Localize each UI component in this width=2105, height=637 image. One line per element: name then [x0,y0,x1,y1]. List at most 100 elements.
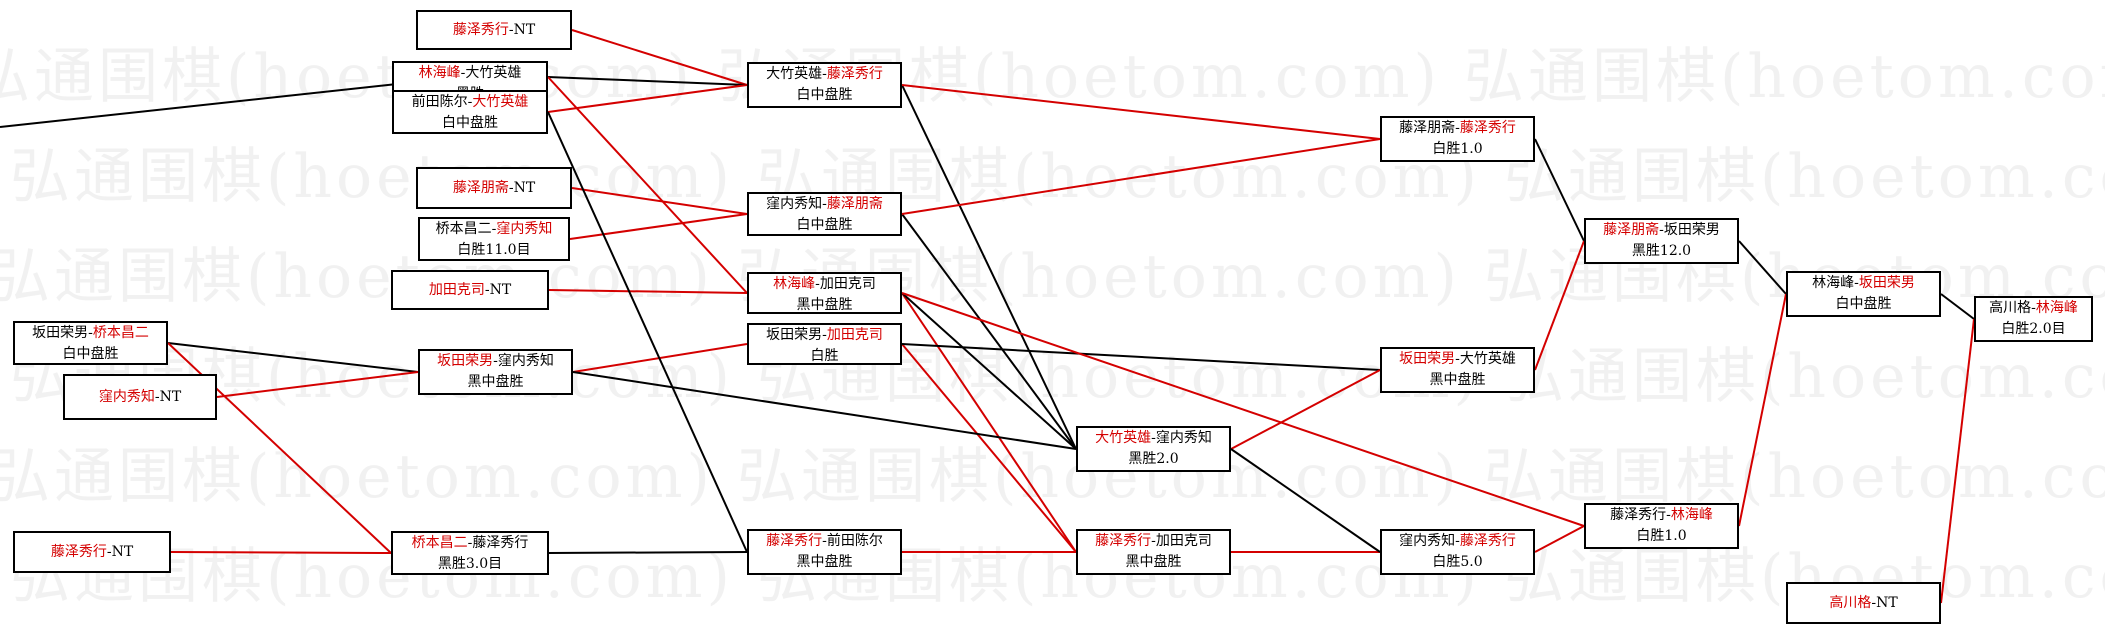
match-players: 藤泽秀行-加田克司 [1078,532,1229,550]
match-players: 坂田荣男-大竹英雄 [1382,350,1533,368]
match-result: 白中盘胜 [796,217,853,233]
match-box-fujisawa-hideyuki-vs-lin-haifeng: 藤泽秀行-林海峰白胜1.0 [1584,503,1739,549]
player-separator: - [1151,430,1156,446]
bracket-line [901,213,1077,450]
match-result: 白胜1.0 [1636,528,1687,544]
match-players: 大竹英雄-窪内秀知 [1078,429,1229,447]
match-players: 高川格-林海峰 [1976,299,2091,317]
match-players: 窪内秀知-藤泽朋斋 [749,195,900,213]
bracket-line [901,84,1381,140]
match-result: 白胜1.0 [1432,141,1483,157]
bracket-line [901,138,1381,215]
player-separator: - [88,325,93,341]
player-separator: - [822,533,827,549]
match-box-sakata-vs-kubouchi: 坂田荣男-窪内秀知黑中盘胜 [418,349,573,395]
player-2-name: 坂田荣男 [1663,222,1720,238]
player-separator: - [467,94,473,110]
match-box-takagawa-nt: 高川格-NT [1786,582,1941,624]
match-players: 大竹英雄-藤泽秀行 [749,65,900,83]
bracket-line [1534,240,1585,371]
match-result: 黑中盘胜 [796,554,853,570]
match-players: 坂田荣男-窪内秀知 [420,352,571,370]
player-1-name: 桥本昌二 [411,535,468,551]
match-players: 藤泽秀行-NT [418,21,570,39]
bracket-line [1230,448,1381,553]
bracket-line [547,111,748,553]
match-result: 黑胜12.0 [1631,243,1692,259]
match-box-kubouchi-vs-fujisawa-hosai: 窪内秀知-藤泽朋斋白中盘胜 [747,192,902,236]
player-2-name: 大竹英雄 [472,94,529,110]
match-result: 白胜11.0目 [457,242,531,258]
player-1-name: 加田克司 [428,282,485,298]
player-1-name: 林海峰 [1812,275,1855,291]
player-1-name: 大竹英雄 [1095,430,1152,446]
player-separator: - [1455,533,1460,549]
match-players: 藤泽秀行-林海峰 [1586,506,1737,524]
match-box-sakata-vs-kata: 坂田荣男-加田克司白胜 [747,323,902,365]
match-result: 白胜2.0目 [2001,321,2066,337]
match-result: 白中盘胜 [1835,296,1892,312]
player-separator: - [493,353,498,369]
player-1-name: 坂田荣男 [766,327,823,343]
match-box-otake-vs-kubouchi: 大竹英雄-窪内秀知黑胜2.0 [1076,426,1231,472]
player-separator: - [1854,275,1859,291]
bracket-line [901,84,1077,450]
bracket-line [170,551,392,554]
match-box-lin-haifeng-vs-kata: 林海峰-加田克司黑中盘胜 [747,272,902,314]
bracket-line [1534,525,1585,553]
match-result: 白中盘胜 [442,115,498,131]
match-box-hashimoto-vs-fujisawa-hideyuki: 桥本昌二-藤泽秀行黑胜3.0目 [391,531,549,575]
player-1-name: 窪内秀知 [1399,533,1456,549]
player-1-name: 桥本昌二 [435,221,492,237]
player-separator: - [154,389,160,405]
player-1-name: 藤泽秀行 [1095,533,1152,549]
match-players: 窪内秀知-NT [65,388,215,406]
match-box-kata-katsuji-nt: 加田克司-NT [391,270,549,310]
match-players: 坂田荣男-加田克司 [749,326,900,344]
match-box-kubouchi-hidetomo-nt: 窪内秀知-NT [63,374,217,420]
player-1-name: 藤泽秀行 [50,544,107,560]
match-result: 黑胜 [394,85,546,91]
bracket-line [547,76,748,294]
player-separator: - [1659,222,1664,238]
bracket-line [1940,318,1975,604]
match-players: 加田克司-NT [393,281,547,299]
bracket-line [216,371,419,398]
player-2-name: 藤泽秀行 [1459,120,1516,136]
match-players: 桥本昌二-藤泽秀行 [393,534,547,552]
bracket-line [571,187,748,215]
player-separator: - [491,221,497,237]
player-separator: - [508,180,514,196]
match-players: 桥本昌二-窪内秀知 [420,220,568,238]
bracket-line [1534,138,1585,242]
player-2-name: NT [513,22,536,38]
player-1-name: 窪内秀知 [766,196,823,212]
match-players: 林海峰-加田克司 [749,275,900,293]
bracket-line [547,84,748,113]
player-2-name: 坂田荣男 [1858,275,1915,291]
bracket-line [548,551,748,554]
match-box-sakata-eio-vs-hashimoto-shoji: 坂田荣男-桥本昌二白中盘胜 [13,321,168,365]
player-2-name: 加田克司 [826,327,883,343]
match-box-fujisawa-hideyuki-nt: 藤泽秀行-NT [416,10,572,50]
player-2-name: 大竹英雄 [1459,351,1516,367]
match-players: 藤泽秀行-NT [15,543,169,561]
player-separator: - [484,282,490,298]
player-2-name: NT [111,544,134,560]
player-2-name: 加田克司 [819,276,876,292]
bracket-line [901,292,1077,450]
player-1-name: 大竹英雄 [766,66,823,82]
player-2-name: 桥本昌二 [92,325,149,341]
bracket-line-offpage [0,83,398,128]
match-box-fujisawa-hideyuki-vs-maeda: 藤泽秀行-前田陈尔黑中盘胜 [747,529,902,575]
bracket-line [548,289,748,294]
match-box-fujisawa-hideyuki-vs-kata: 藤泽秀行-加田克司黑中盘胜 [1076,529,1231,575]
match-players: 藤泽朋斋-NT [418,179,570,197]
bracket-line [572,371,1077,450]
player-2-name: 大竹英雄 [465,65,522,81]
player-2-name: 窪内秀知 [497,353,554,369]
player-1-name: 林海峰 [773,276,816,292]
player-separator: - [822,196,827,212]
match-players: 高川格-NT [1788,594,1939,612]
player-2-name: NT [1876,595,1898,611]
